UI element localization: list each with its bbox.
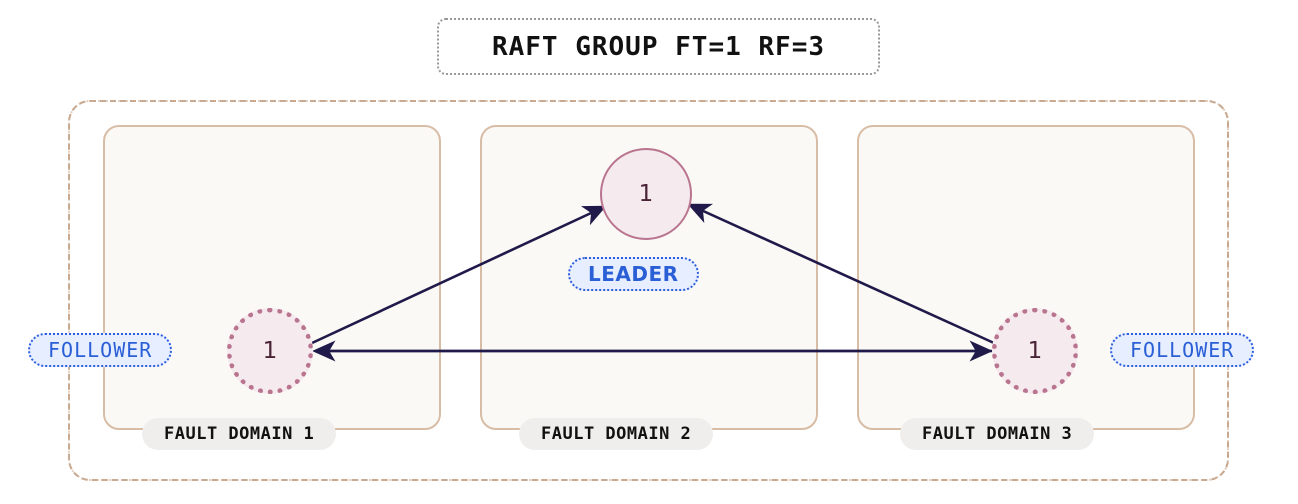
status-badge-follower-1-label: FOLLOWER	[48, 338, 153, 362]
fault-domain-1-label: FAULT DOMAIN 1	[142, 418, 337, 450]
status-badge-leader-label: LEADER	[588, 262, 679, 286]
diagram-title-box: RAFT GROUP FT=1 RF=3	[437, 18, 880, 75]
node-follower-1-value: 1	[262, 338, 278, 364]
status-badge-leader: LEADER	[568, 257, 699, 291]
node-follower-3[interactable]: 1	[992, 308, 1078, 394]
status-badge-follower-3: FOLLOWER	[1110, 333, 1255, 367]
fault-domain-3-label: FAULT DOMAIN 3	[900, 418, 1095, 450]
node-follower-3-value: 1	[1027, 338, 1043, 364]
fault-domain-2-label: FAULT DOMAIN 2	[519, 418, 714, 450]
page-title: RAFT GROUP FT=1 RF=3	[491, 31, 826, 62]
status-badge-follower-1: FOLLOWER	[28, 333, 173, 367]
status-badge-follower-3-label: FOLLOWER	[1130, 338, 1235, 362]
node-leader-value: 1	[638, 181, 654, 207]
node-follower-1[interactable]: 1	[227, 308, 313, 394]
node-leader[interactable]: 1	[600, 148, 692, 240]
